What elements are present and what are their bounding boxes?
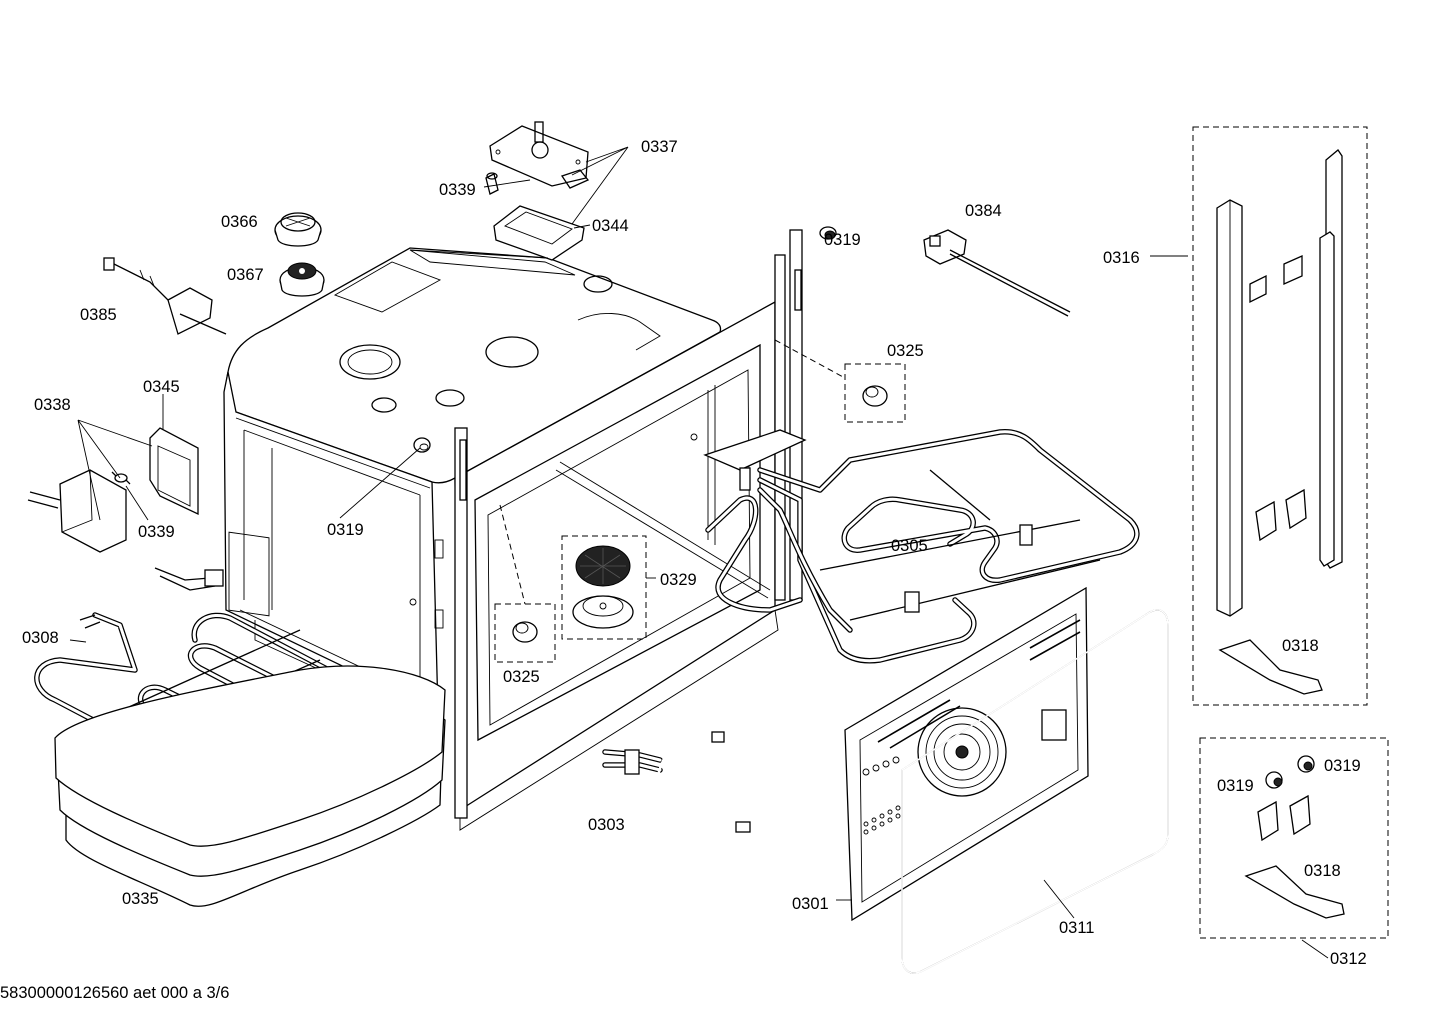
label-0367: 0367 <box>227 266 264 284</box>
label-0318-top: 0318 <box>1282 637 1319 655</box>
part-0305-grill-element <box>703 429 1140 664</box>
label-0339-top: 0339 <box>439 181 476 199</box>
label-0303: 0303 <box>588 816 625 834</box>
label-0344: 0344 <box>592 217 629 235</box>
part-0301-back-panel <box>844 586 1089 922</box>
label-0305: 0305 <box>891 537 928 555</box>
part-0339-left-bulb <box>111 471 131 485</box>
label-0311: 0311 <box>1059 919 1094 937</box>
part-0338-lamp-housing <box>27 469 127 553</box>
leader-lines <box>69 146 1329 959</box>
part-0367-fan-cover <box>279 262 325 297</box>
part-0366-fan-cover <box>274 212 322 247</box>
part-0319-mid-cap <box>413 437 431 453</box>
label-0325-right: 0325 <box>887 342 924 360</box>
part-0311-door-gasket <box>901 609 1169 974</box>
label-0338: 0338 <box>34 396 71 414</box>
label-0301: 0301 <box>792 895 829 913</box>
label-0319-mid: 0319 <box>327 521 364 539</box>
part-0344-lamp-glass <box>493 205 585 261</box>
label-0366: 0366 <box>221 213 258 231</box>
part-0316-rails-group <box>1192 126 1368 706</box>
label-0319-right-2: 0319 <box>1324 757 1361 775</box>
label-0312: 0312 <box>1330 950 1367 968</box>
part-0303-ring-element <box>602 731 754 879</box>
part-0325-right-cap <box>844 363 906 423</box>
label-0319-top: 0319 <box>824 231 861 249</box>
part-0385-switch <box>103 257 227 335</box>
label-0385: 0385 <box>80 306 117 324</box>
label-0337: 0337 <box>641 138 678 156</box>
label-0319-right-1: 0319 <box>1217 777 1254 795</box>
label-0325-left: 0325 <box>503 668 540 686</box>
label-0316: 0316 <box>1103 249 1140 267</box>
part-labels: 0337 0339 0344 0366 0367 0385 0319 0384 … <box>0 138 1367 1002</box>
label-0329: 0329 <box>660 571 697 589</box>
label-0384: 0384 <box>965 202 1002 220</box>
label-0335: 0335 <box>122 890 159 908</box>
part-0339-top-lamp-holder <box>485 172 499 195</box>
part-0345-lamp-cover <box>149 427 199 516</box>
part-0329-fan-group <box>561 535 647 640</box>
label-0339-left: 0339 <box>138 523 175 541</box>
footer-document-code: 58300000126560 aet 000 a 3/6 <box>0 984 229 1002</box>
part-0337-plate <box>489 121 590 189</box>
label-0345: 0345 <box>143 378 180 396</box>
part-0384-thermostat <box>923 229 1071 317</box>
part-0319-top-cap <box>819 226 837 240</box>
part-0312-support-group <box>1199 737 1389 939</box>
label-0318-bottom: 0318 <box>1304 862 1341 880</box>
part-0335-insulation <box>54 665 446 907</box>
wire-connector <box>154 567 224 591</box>
label-0308: 0308 <box>22 629 59 647</box>
